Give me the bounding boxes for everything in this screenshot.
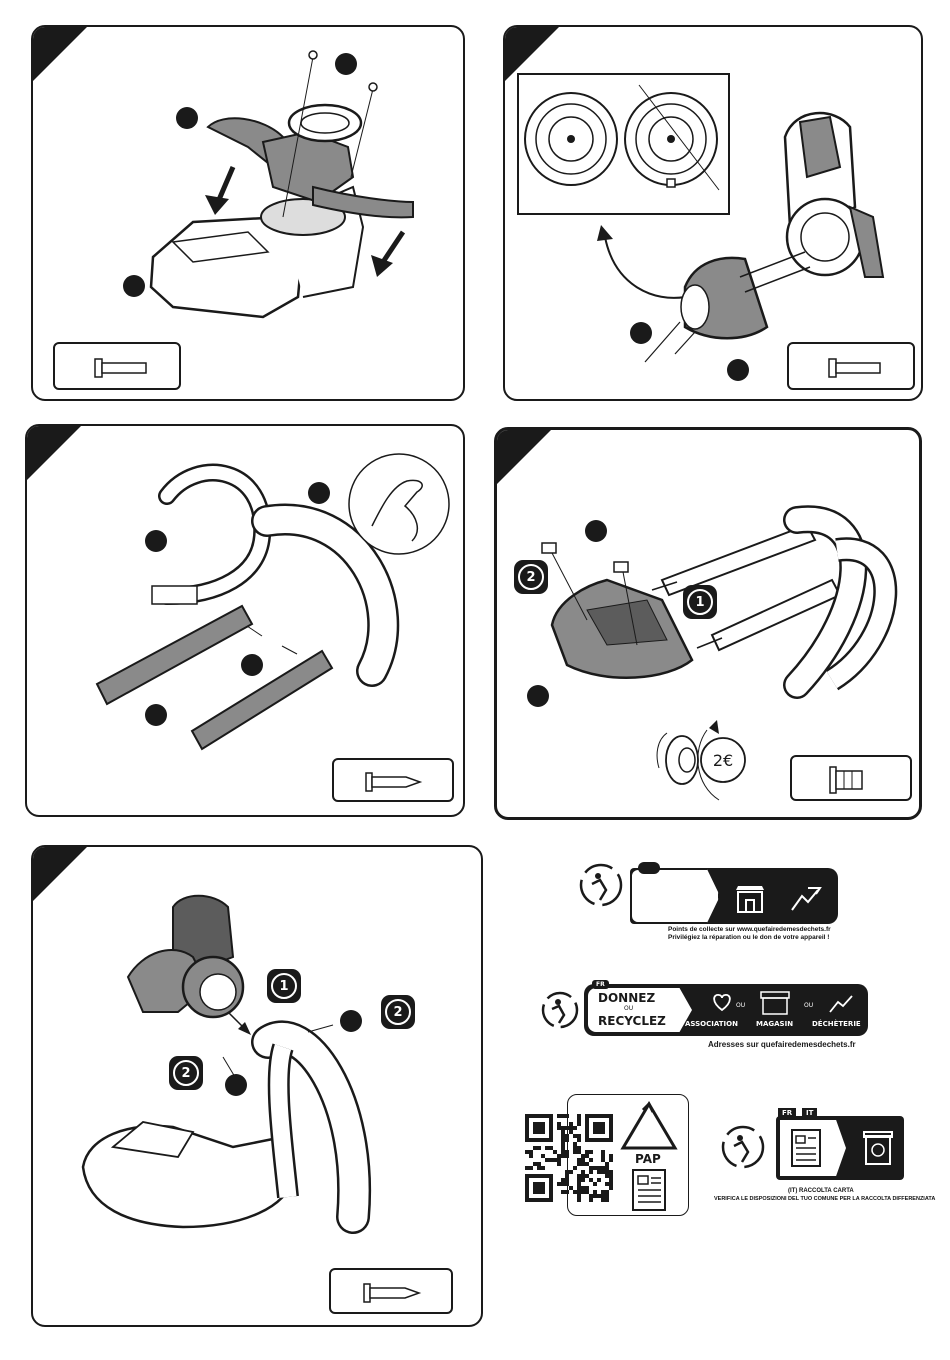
panel2-illustration	[597, 111, 885, 363]
ou-label: OU	[804, 1002, 814, 1009]
panel-corner-marker	[33, 847, 89, 903]
shop-icon	[736, 886, 764, 913]
triman-info-block-1: Points de collecte sur www.quefairedemes…	[578, 858, 840, 950]
panel3-illustration	[95, 453, 450, 751]
donnez-white-slot	[588, 988, 692, 1032]
document-icon	[632, 1169, 666, 1211]
step-number: 1	[271, 973, 297, 999]
pap-label: PAP	[635, 1152, 661, 1166]
screw-box	[787, 342, 915, 390]
callout-dot	[176, 107, 198, 129]
callout-dot	[527, 685, 549, 707]
triman1-line2: Privilégiez la réparation ou le don de v…	[668, 934, 830, 941]
step-badge-1: 1	[683, 585, 717, 619]
screw-box	[329, 1268, 453, 1314]
assembly-panel-3	[25, 424, 465, 817]
panel4-illustration: 2€	[541, 505, 898, 801]
waste-drop-icon	[791, 887, 822, 911]
step-number: 2	[385, 999, 411, 1025]
triman-logo-icon	[721, 1125, 765, 1169]
screw-box	[332, 758, 454, 802]
it-line1: (IT) RACCOLTA CARTA	[788, 1188, 854, 1194]
qr-code	[525, 1114, 613, 1202]
fr-badge: FR	[778, 1108, 797, 1118]
recycle-bin-icon	[863, 1131, 893, 1165]
magasin-label: MAGASIN	[756, 1020, 794, 1028]
step-badge-1: 1	[267, 969, 301, 1003]
fr-badge: FR	[592, 980, 609, 989]
callout-dot	[630, 322, 652, 344]
step-badge-2: 2	[169, 1056, 203, 1090]
donnez-title: DONNEZ	[598, 991, 656, 1005]
address-line: Adresses sur quefairedemesdechets.fr	[708, 1040, 856, 1049]
fr-dot	[638, 862, 660, 874]
callout-dot	[225, 1074, 247, 1096]
it-badge: IT	[802, 1108, 818, 1118]
assembly-panel-2	[503, 25, 923, 401]
cap-nut-icon	[829, 766, 863, 794]
screw-icon	[828, 358, 881, 378]
step-number: 1	[687, 589, 713, 615]
heart-hand-icon	[713, 994, 731, 1012]
panel1-illustration	[149, 50, 414, 319]
assembly-panel-5: 1 2 2	[31, 845, 483, 1327]
callout-dot	[308, 482, 330, 504]
qr-pap-block: PAP	[515, 1092, 691, 1218]
ou-label: OU	[624, 1005, 634, 1012]
recyclez-title: RECYCLEZ	[598, 1014, 666, 1028]
it-recycling-block: FR IT (IT) RACCOLTA CARTA VERIFICA LE DI…	[710, 1104, 935, 1212]
coin-label: 2€	[713, 751, 733, 770]
callout-dot	[145, 704, 167, 726]
assembly-panel-1	[31, 25, 465, 401]
detail-inset	[517, 73, 730, 215]
screw-box	[790, 755, 912, 801]
self-tapping-screw-icon	[363, 1283, 422, 1303]
callout-dot	[145, 530, 167, 552]
callout-dot	[727, 359, 749, 381]
shop-icon	[760, 991, 790, 1015]
callout-dot	[123, 275, 145, 297]
step-number: 2	[173, 1060, 199, 1086]
connector-detail	[524, 84, 720, 191]
callout-dot	[335, 53, 357, 75]
panel-corner-marker	[33, 27, 89, 83]
screw-icon	[94, 358, 147, 378]
step-badge-2: 2	[381, 995, 415, 1029]
it-line2: VERIFICA LE DISPOSIZIONI DEL TUO COMUNE …	[714, 1196, 936, 1202]
callout-dot	[241, 654, 263, 676]
step-number: 2	[518, 564, 544, 590]
triman1-line1: Points de collecte sur www.quefairedemes…	[668, 926, 831, 933]
triman-white-slot	[630, 868, 720, 924]
triman-info-block-2: FR DONNEZ OU RECYCLEZ ASSOCIATION OU MAG…	[540, 978, 870, 1054]
waste-drop-icon	[829, 995, 853, 1013]
panel-corner-marker	[27, 426, 83, 482]
panel-corner-marker	[497, 430, 553, 486]
association-label: ASSOCIATION	[685, 1020, 738, 1028]
triman-logo-icon	[541, 991, 579, 1029]
decheterie-label: DÉCHÈTERIE	[812, 1020, 861, 1028]
panel5-illustration	[81, 894, 372, 1234]
ou-label: OU	[736, 1002, 746, 1009]
self-tapping-screw-icon	[365, 772, 423, 792]
callout-dot	[585, 520, 607, 542]
document-icon	[791, 1129, 821, 1167]
assembly-panel-4: 2€ 2 1	[494, 427, 922, 820]
step-badge-2: 2	[514, 560, 548, 594]
recycle-triangle-icon	[620, 1101, 678, 1150]
callout-dot	[340, 1010, 362, 1032]
triman-logo-icon	[579, 863, 623, 907]
screw-box	[53, 342, 181, 390]
